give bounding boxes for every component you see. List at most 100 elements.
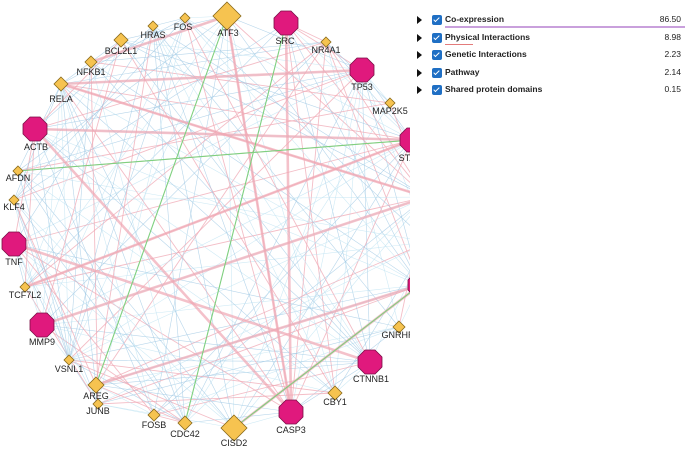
related-gene-node[interactable]	[220, 414, 248, 442]
network-edge	[153, 141, 410, 416]
expand-arrow-icon[interactable]	[417, 86, 422, 94]
query-gene-node[interactable]	[407, 273, 410, 297]
query-gene-node[interactable]	[22, 116, 48, 142]
network-edge	[153, 361, 371, 416]
network-edge	[95, 326, 400, 386]
related-gene-node[interactable]	[87, 376, 105, 394]
gene-label: MMP9	[29, 337, 55, 347]
related-gene-node[interactable]	[212, 1, 242, 31]
checkbox-checked-icon[interactable]	[432, 50, 442, 60]
network-edge	[60, 83, 292, 413]
network-edge	[184, 411, 292, 424]
related-gene-node[interactable]	[53, 76, 69, 92]
network-edge	[95, 361, 371, 386]
checkbox-checked-icon[interactable]	[432, 15, 442, 25]
network-edge	[290, 326, 400, 413]
network-edge	[152, 25, 371, 363]
expand-arrow-icon[interactable]	[417, 16, 422, 24]
network-edge-physical	[41, 200, 410, 327]
related-gene-node[interactable]	[84, 55, 98, 69]
legend-row-pathway[interactable]: Pathway 2.14	[412, 65, 684, 83]
network-edge	[95, 384, 155, 416]
network-edge	[60, 83, 410, 280]
network-edge	[90, 61, 391, 104]
related-gene-node[interactable]	[147, 408, 161, 422]
network-edge	[60, 83, 410, 141]
query-gene-node[interactable]	[278, 399, 304, 425]
network-edge	[97, 250, 410, 405]
legend-row-physical-interactions[interactable]: Physical Interactions 8.98	[412, 30, 684, 48]
network-nodes: ATF3SRCNR4A1TP53MAP2K5STAT3BCL2EGR1JUNGN…	[1, 1, 410, 448]
legend-row-co-expression[interactable]: Co-expression 86.50	[412, 12, 685, 30]
related-gene-node[interactable]	[63, 354, 75, 366]
related-gene-node[interactable]	[19, 281, 31, 293]
gene-label: CDC42	[170, 429, 200, 439]
gene-label: AFDN	[6, 173, 31, 183]
expand-arrow-icon[interactable]	[417, 51, 422, 59]
checkbox-checked-icon[interactable]	[432, 32, 442, 43]
network-edge-physical	[90, 14, 228, 64]
legend-value: 8.98	[664, 31, 681, 42]
network-edge	[226, 15, 235, 429]
network-edge-physical	[225, 15, 293, 413]
gene-label: RELA	[49, 94, 73, 104]
query-gene-node[interactable]	[349, 57, 375, 83]
query-gene-node[interactable]	[357, 349, 383, 375]
related-gene-node[interactable]	[8, 194, 20, 206]
query-gene-node[interactable]	[1, 231, 27, 257]
related-gene-node[interactable]	[92, 398, 104, 410]
network-edge	[68, 359, 235, 429]
network-edge	[34, 69, 363, 130]
network-edge-genetic	[95, 15, 228, 386]
legend-label: Shared protein domains	[445, 84, 543, 94]
network-edge	[184, 102, 391, 424]
checkbox-checked-icon[interactable]	[432, 85, 442, 95]
related-gene-node[interactable]	[177, 415, 193, 431]
related-gene-node[interactable]	[320, 36, 332, 48]
network-edge	[361, 69, 410, 250]
network-edge	[13, 25, 154, 245]
related-gene-node[interactable]	[384, 97, 396, 109]
legend-label: Genetic Interactions	[445, 49, 527, 59]
expand-arrow-icon[interactable]	[417, 33, 422, 42]
gene-label: VSNL1	[55, 364, 84, 374]
network-edge	[13, 17, 186, 201]
network-edge	[68, 286, 410, 361]
gene-label: AREG	[83, 391, 109, 401]
network-edge	[361, 69, 410, 196]
legend-row-genetic-interactions[interactable]: Genetic Interactions 2.23	[412, 47, 684, 65]
query-gene-node[interactable]	[273, 10, 299, 36]
network-edge-genetic	[17, 139, 410, 172]
network-edge	[13, 199, 97, 386]
network-edge	[68, 359, 186, 424]
network-edge	[13, 69, 363, 245]
expand-arrow-icon[interactable]	[417, 68, 422, 77]
query-gene-node[interactable]	[399, 127, 410, 153]
related-gene-node[interactable]	[392, 320, 406, 334]
gene-label: JUNB	[86, 406, 110, 416]
network-edge-physical	[60, 82, 410, 194]
network-edge	[68, 359, 371, 363]
related-gene-node[interactable]	[113, 32, 129, 48]
network-edge	[68, 140, 410, 361]
network-edge	[13, 128, 36, 245]
query-gene-node[interactable]	[29, 312, 55, 338]
network-edge	[13, 243, 99, 405]
network-edges	[13, 14, 410, 430]
legend-row-shared-protein-domains[interactable]: Shared protein domains 0.15	[412, 82, 684, 100]
network-edge	[17, 102, 391, 172]
network-edge	[325, 41, 400, 328]
gene-label: MAP2K5	[372, 106, 408, 116]
network-edge	[41, 39, 122, 326]
network-edge	[41, 83, 62, 326]
related-gene-node[interactable]	[147, 20, 159, 32]
related-gene-node[interactable]	[12, 165, 24, 177]
network-edge	[120, 39, 410, 140]
legend-color-bar	[445, 26, 685, 28]
related-gene-node[interactable]	[327, 385, 343, 401]
gene-network-graph[interactable]: ATF3SRCNR4A1TP53MAP2K5STAT3BCL2EGR1JUNGN…	[0, 0, 410, 449]
network-edge	[120, 15, 228, 41]
related-gene-node[interactable]	[179, 12, 191, 24]
checkbox-checked-icon[interactable]	[432, 67, 442, 78]
network-edge	[13, 39, 122, 201]
